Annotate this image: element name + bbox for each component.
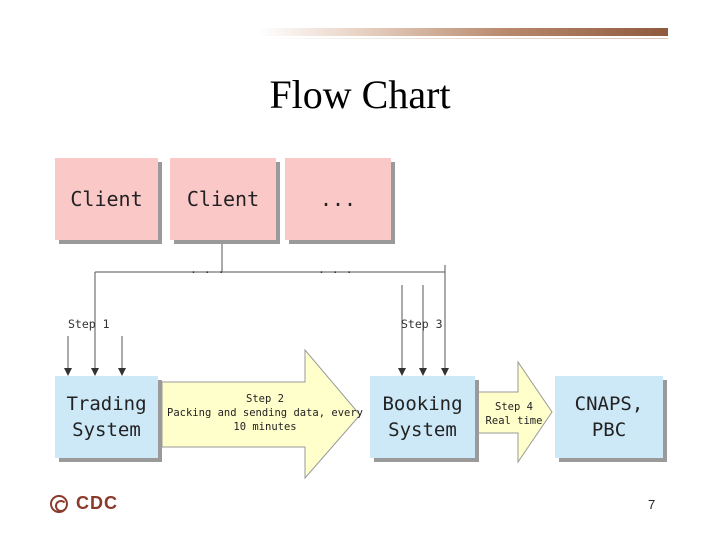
junction-dots-right: . . . (318, 262, 353, 276)
cdc-logo-text: CDC (76, 493, 118, 513)
trading-system-box: Trading System (55, 376, 158, 458)
step2-arrow-label: Step 2 Packing and sending data, every 1… (167, 393, 363, 433)
step4-arrow-label: Step 4 Real time (485, 401, 543, 427)
cdc-logo-icon (50, 494, 68, 513)
page-title: Flow Chart (269, 72, 451, 117)
decorative-top-line (258, 38, 668, 39)
decorative-top-bar (258, 28, 668, 36)
cnaps-pbc-box: CNAPS, PBC (555, 376, 663, 458)
cdc-logo: CDC (50, 493, 118, 514)
step1-label: Step 1 (68, 317, 110, 331)
client-box-2: Client (170, 158, 276, 240)
junction-dots-left: . . . (190, 262, 225, 276)
page-number: 7 (648, 497, 656, 512)
client-box-1: Client (55, 158, 158, 240)
client-box-more: ... (285, 158, 391, 240)
step3-label: Step 3 (401, 317, 443, 331)
booking-system-box: Booking System (370, 376, 475, 458)
